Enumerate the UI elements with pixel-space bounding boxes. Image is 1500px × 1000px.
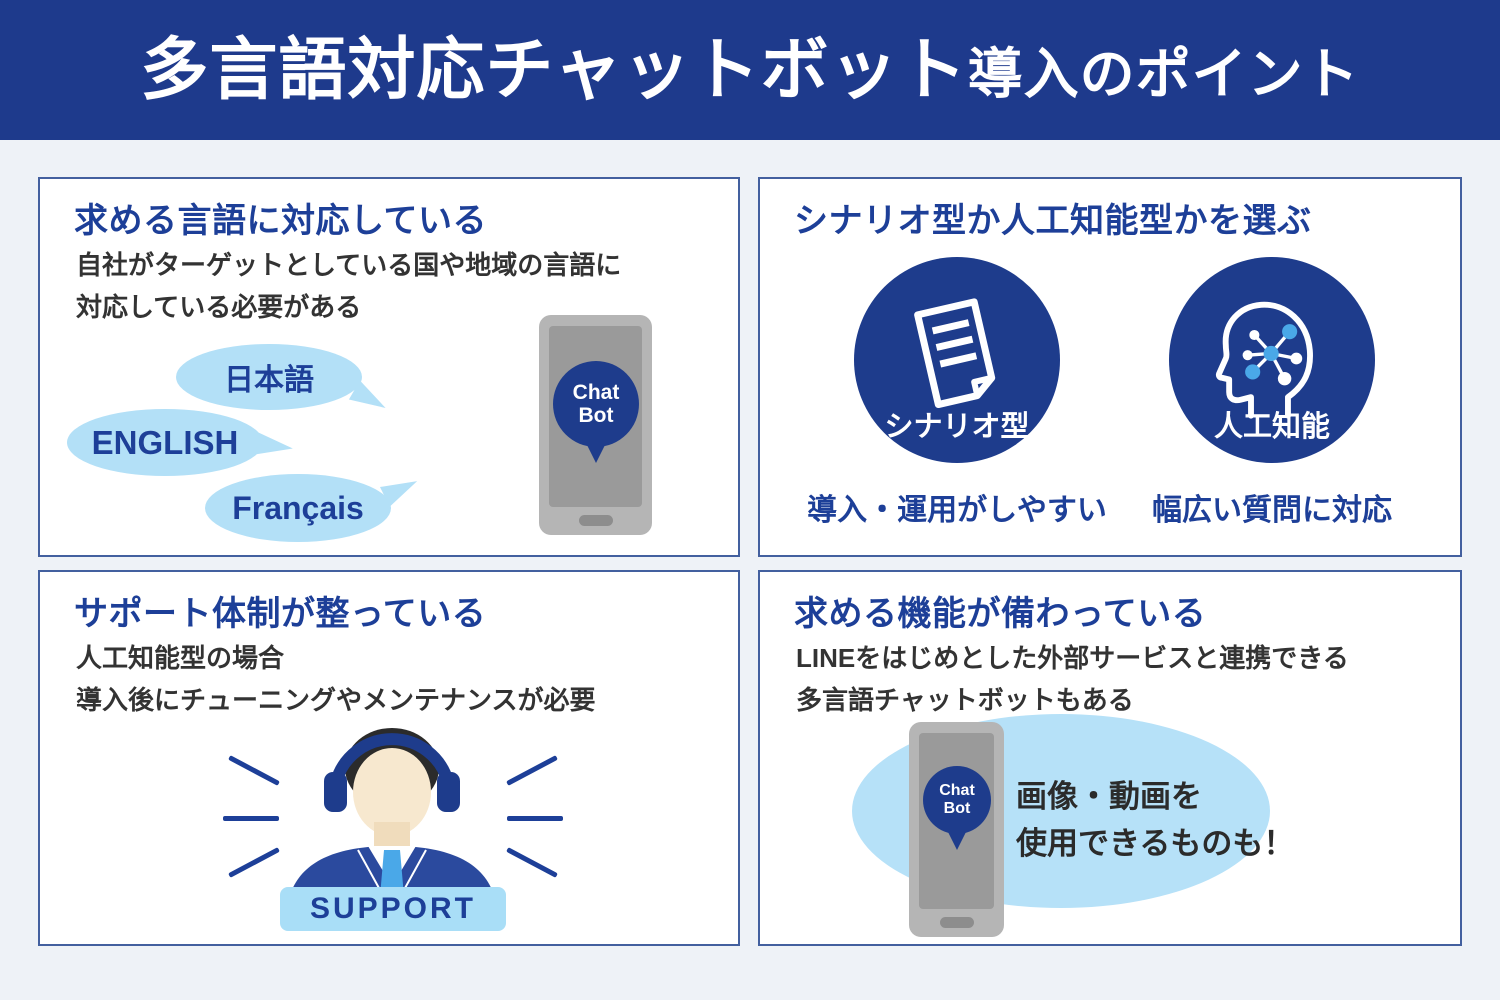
ai-head-icon xyxy=(1215,301,1313,419)
header-banner: 多言語対応チャットボット 導入のポイント xyxy=(0,0,1500,140)
ai-option-circle: 人工知能 xyxy=(1169,257,1375,463)
body-line: 人工知能型の場合 xyxy=(76,643,285,673)
callout-line: 画像・動画を xyxy=(1016,779,1202,814)
phone-home-button xyxy=(939,917,974,928)
chatbot-label: Chat xyxy=(572,380,620,404)
scenario-caption: 導入・運用がしやすい xyxy=(807,494,1107,527)
panel-features: 求める機能が備わっている LINEをはじめとした外部サービスと連携できる 多言語… xyxy=(758,570,1462,946)
speech-bubble-english: ENGLISH xyxy=(67,409,295,476)
panel-type-choice: シナリオ型か人工知能型かを選ぶ シナリオ型 xyxy=(758,177,1462,557)
header-title-main: 多言語対応チャットボット xyxy=(140,32,968,108)
speech-bubble-japanese: 日本語 xyxy=(176,344,392,418)
panel-languages-title: 求める言語に対応している xyxy=(74,202,487,240)
scenario-option-circle: シナリオ型 xyxy=(854,257,1060,463)
bubble-label: ENGLISH xyxy=(91,423,239,461)
emphasis-line xyxy=(223,816,279,821)
ai-label: 人工知能 xyxy=(1213,411,1330,443)
body-line: 対応している必要がある xyxy=(76,291,362,322)
scenario-label: シナリオ型 xyxy=(884,411,1030,443)
panel-support-body: 人工知能型の場合 導入後にチューニングやメンテナンスが必要 xyxy=(76,638,595,721)
support-badge: SUPPORT xyxy=(280,887,506,931)
body-line: LINEをはじめとした外部サービスと連携できる xyxy=(796,643,1349,673)
panel-type-title: シナリオ型か人工知能型かを選ぶ xyxy=(794,202,1312,240)
bubble-tail xyxy=(255,432,295,460)
body-line: 多言語チャットボットもある xyxy=(796,684,1134,715)
panel-support: サポート体制が整っている 人工知能型の場合 導入後にチューニングやメンテナンスが… xyxy=(38,570,740,946)
bubble-tail xyxy=(379,471,423,507)
chatbot-label: Bot xyxy=(578,404,614,427)
chatbot-label: Chat xyxy=(939,782,975,800)
chatbot-balloon-icon: Chat Bot xyxy=(553,361,639,463)
balloon-tail xyxy=(947,830,967,850)
ai-caption: 幅広い質問に対応 xyxy=(1152,494,1392,527)
speech-bubble-french: Français xyxy=(205,471,423,542)
chatbot-balloon-icon: Chat Bot xyxy=(923,766,991,850)
panel-features-title: 求める機能が備わっている xyxy=(794,595,1207,633)
bubble-label: Français xyxy=(232,489,364,526)
phone-home-button xyxy=(578,515,613,526)
body-line: 自社がターゲットとしている国や地域の言語に xyxy=(76,250,622,280)
panel-support-title: サポート体制が整っている xyxy=(74,595,487,633)
smartphone-icon: Chat Bot xyxy=(909,722,1004,937)
balloon-tail xyxy=(586,443,606,463)
features-callout: 画像・動画を 使用できるものも！ xyxy=(1016,774,1294,867)
panel-features-body: LINEをはじめとした外部サービスと連携できる 多言語チャットボットもある xyxy=(796,638,1349,721)
smartphone-icon: Chat Bot xyxy=(539,315,652,535)
bubble-label: 日本語 xyxy=(224,364,314,397)
panel-languages: 求める言語に対応している 自社がターゲットとしている国や地域の言語に 対応してい… xyxy=(38,177,740,557)
callout-line: 使用できるものも！ xyxy=(1016,825,1295,861)
bubble-tail xyxy=(348,380,392,418)
emphasis-line xyxy=(507,816,563,821)
chatbot-label: Bot xyxy=(943,800,971,817)
body-line: 導入後にチューニングやメンテナンスが必要 xyxy=(76,684,596,715)
panel-languages-body: 自社がターゲットとしている国や地域の言語に 対応している必要がある xyxy=(76,245,621,328)
document-icon xyxy=(914,298,996,409)
header-title-sub: 導入のポイント xyxy=(967,43,1360,105)
